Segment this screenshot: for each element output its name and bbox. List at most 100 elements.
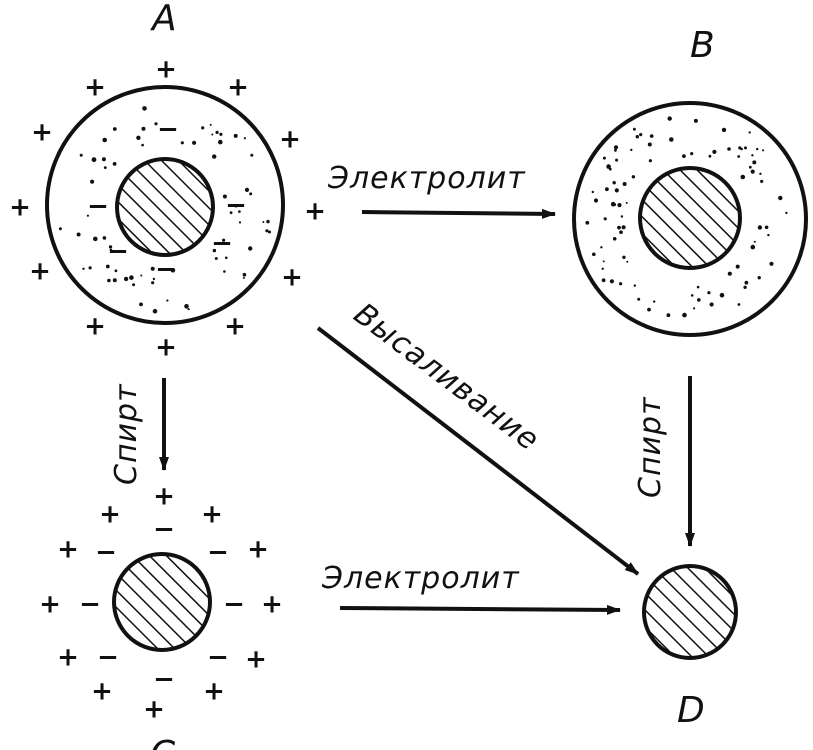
- shell-dot: [262, 221, 265, 223]
- shell-dot: [693, 118, 698, 123]
- shell-dot: [743, 285, 747, 289]
- shell-dot: [76, 232, 81, 237]
- arrow-a-to-b: [361, 208, 556, 219]
- shell-dot: [647, 142, 652, 147]
- shell-dot: [696, 285, 700, 289]
- shell-dot: [79, 153, 83, 157]
- shell-dot: [249, 192, 253, 196]
- shell-dot: [615, 158, 619, 162]
- shell-dot: [103, 166, 107, 170]
- label-electrolyte-top: Электролит: [327, 161, 526, 196]
- shell-dot: [712, 149, 717, 154]
- shell-dot: [762, 149, 765, 152]
- shell-dot: [223, 270, 226, 273]
- shell-dot: [91, 157, 97, 163]
- shell-dot: [248, 246, 253, 251]
- plus-sign: +: [203, 677, 225, 707]
- shell-dot: [211, 133, 214, 136]
- shell-dot: [767, 233, 770, 237]
- label-d: D: [677, 690, 705, 731]
- plus-sign: +: [29, 257, 51, 287]
- minus-sign: −: [225, 191, 247, 221]
- shell-dot: [591, 190, 594, 194]
- shell-dot: [740, 147, 743, 151]
- particle-b-shell-dots: [585, 116, 788, 318]
- shell-dot: [737, 155, 741, 158]
- arrow-a-to-d: [316, 326, 640, 576]
- shell-dot: [140, 274, 143, 277]
- shell-dot: [727, 147, 731, 151]
- plus-sign: +: [279, 125, 301, 155]
- shell-dot: [601, 267, 604, 270]
- particle-b-hydration-shell: [572, 101, 808, 337]
- label-b: B: [690, 25, 715, 66]
- shell-dot: [82, 267, 85, 270]
- shell-dot: [653, 300, 656, 303]
- shell-dot: [593, 198, 599, 203]
- minus-sign: −: [153, 665, 175, 695]
- shell-dot: [201, 126, 205, 130]
- shell-dot: [756, 147, 759, 151]
- shell-dot: [238, 221, 242, 224]
- shell-dot: [748, 165, 752, 169]
- plus-sign: +: [143, 695, 165, 725]
- shell-dot: [123, 276, 129, 282]
- minus-sign: −: [79, 590, 101, 620]
- shell-dot: [635, 135, 639, 139]
- shell-dot: [108, 245, 113, 249]
- shell-dot: [265, 229, 269, 233]
- shell-dot: [639, 133, 643, 137]
- shell-dot: [238, 210, 241, 213]
- shell-dot: [605, 187, 609, 192]
- shell-dot: [693, 307, 696, 310]
- minus-sign: −: [157, 115, 179, 145]
- shell-dot: [585, 220, 590, 225]
- minus-sign: −: [155, 255, 177, 285]
- shell-dot: [266, 219, 270, 224]
- shell-dot: [785, 211, 788, 215]
- shell-dot: [602, 260, 605, 263]
- minus-sign: −: [97, 643, 119, 673]
- particle-a-hydration-shell: [45, 85, 285, 325]
- shell-dot: [102, 137, 107, 143]
- plus-sign: +: [224, 312, 246, 342]
- plus-sign: +: [91, 677, 113, 707]
- plus-sign: +: [57, 535, 79, 565]
- shell-dot: [630, 148, 633, 152]
- shell-dot: [105, 264, 110, 269]
- shell-dot: [129, 275, 134, 280]
- shell-dot: [170, 268, 176, 273]
- shell-dot: [601, 278, 606, 283]
- particle-a-negative-charges: −−−−−−: [87, 115, 247, 285]
- shell-dot: [690, 294, 694, 297]
- shell-dot: [719, 292, 725, 298]
- shell-dot: [631, 175, 636, 179]
- shell-dot: [750, 169, 755, 174]
- shell-dot: [707, 291, 711, 295]
- shell-dot: [250, 153, 254, 157]
- minus-sign: −: [107, 237, 129, 267]
- minus-sign: −: [211, 229, 233, 259]
- shell-dot: [764, 225, 769, 230]
- shell-dot: [112, 162, 117, 166]
- shell-dot: [778, 195, 783, 201]
- shell-dot: [669, 137, 674, 142]
- shell-dot: [142, 106, 147, 111]
- shell-dot: [214, 257, 218, 260]
- shell-dot: [93, 236, 98, 242]
- shell-dot: [209, 123, 212, 126]
- shell-dot: [612, 237, 617, 241]
- plus-sign: +: [155, 55, 177, 85]
- shell-dot: [709, 302, 714, 307]
- shell-dot: [107, 278, 111, 283]
- shell-dot: [218, 139, 223, 145]
- shell-dot: [753, 240, 756, 243]
- shell-dot: [101, 157, 106, 162]
- shell-dot: [614, 188, 619, 193]
- shell-dot: [619, 282, 623, 286]
- plus-sign: +: [31, 118, 53, 148]
- plus-sign: +: [99, 500, 121, 530]
- shell-dot: [622, 182, 627, 186]
- shell-dot: [602, 156, 606, 160]
